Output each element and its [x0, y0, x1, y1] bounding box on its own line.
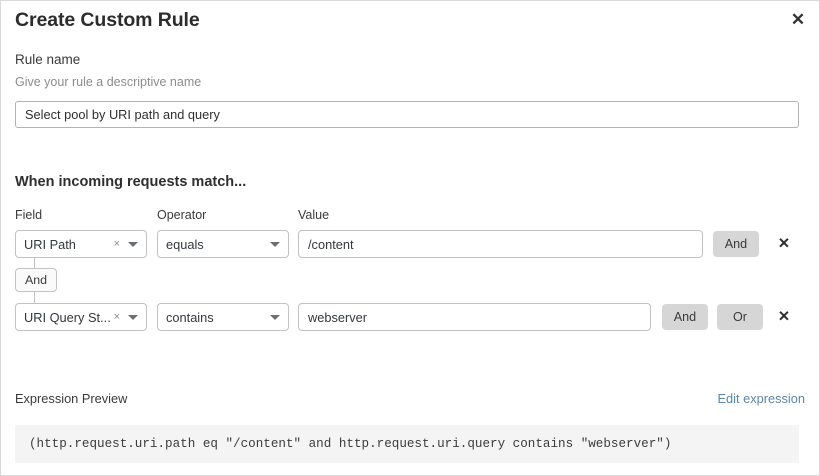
rule-name-input[interactable] — [15, 101, 799, 128]
connector-and-chip[interactable]: And — [15, 268, 58, 292]
column-header-field: Field — [15, 208, 43, 222]
expression-preview-panel: (http.request.uri.path eq "/content" and… — [15, 425, 799, 463]
dialog-title: Create Custom Rule — [15, 9, 200, 31]
close-icon[interactable]: ✕ — [786, 7, 810, 31]
column-header-value: Value — [298, 208, 330, 222]
and-button-row-2[interactable]: And — [662, 304, 708, 330]
value-input-row-1[interactable] — [298, 230, 703, 258]
column-header-operator: Operator — [157, 208, 207, 222]
field-select-row-1-value: URI Path — [24, 236, 76, 252]
or-button-row-2[interactable]: Or — [717, 304, 763, 330]
expression-preview-label: Expression Preview — [15, 391, 128, 406]
clear-icon[interactable]: × — [113, 310, 120, 323]
chevron-down-icon — [270, 241, 280, 247]
clear-icon[interactable]: × — [113, 237, 120, 250]
operator-select-row-2-value: contains — [166, 309, 214, 325]
value-input-row-2[interactable] — [298, 303, 651, 331]
field-select-row-2[interactable]: URI Query St... × — [15, 303, 147, 331]
rule-name-label: Rule name — [15, 52, 81, 67]
chevron-down-icon — [128, 314, 138, 320]
edit-expression-link[interactable]: Edit expression — [717, 391, 806, 406]
expression-preview-text: (http.request.uri.path eq "/content" and… — [29, 437, 672, 451]
chevron-down-icon — [270, 314, 280, 320]
field-select-row-2-value: URI Query St... — [24, 309, 111, 325]
chevron-down-icon — [128, 241, 138, 247]
and-button-row-1[interactable]: And — [713, 231, 759, 257]
delete-row-icon-row-2[interactable]: ✕ — [774, 307, 794, 327]
field-select-row-1[interactable]: URI Path × — [15, 230, 147, 258]
match-section-heading: When incoming requests match... — [15, 174, 247, 190]
operator-select-row-1-value: equals — [166, 236, 204, 252]
delete-row-icon-row-1[interactable]: ✕ — [774, 234, 794, 254]
rule-name-help-text: Give your rule a descriptive name — [15, 75, 202, 89]
operator-select-row-2[interactable]: contains — [157, 303, 289, 331]
operator-select-row-1[interactable]: equals — [157, 230, 289, 258]
